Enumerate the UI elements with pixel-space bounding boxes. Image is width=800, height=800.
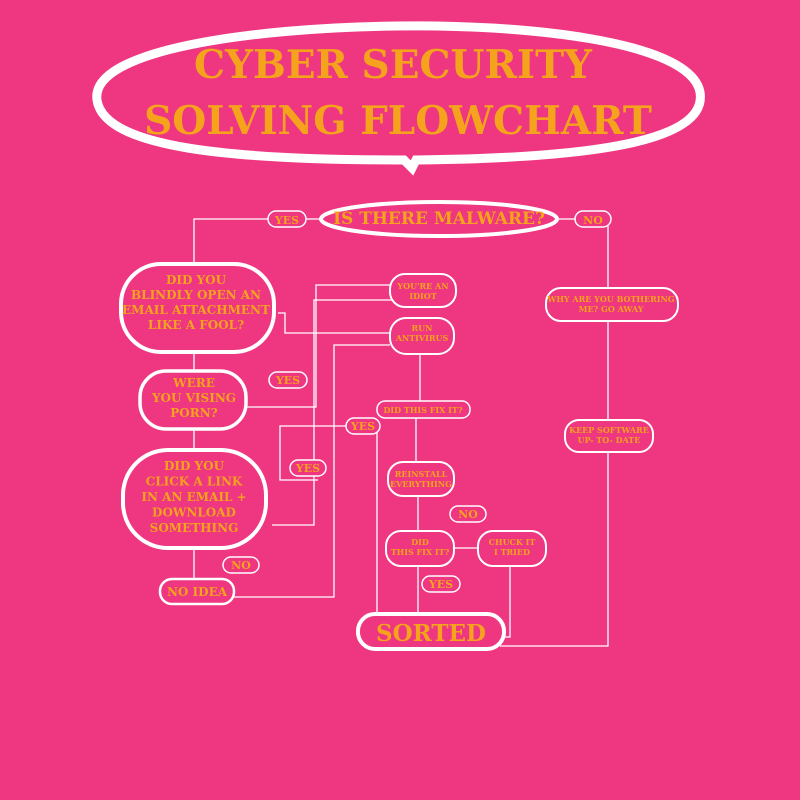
node-text-line: LIKE A FOOL?: [148, 318, 244, 332]
node-did-this-fix-1: DID THIS FIX IT?: [376, 400, 471, 419]
connector-noidea-antivirus: [230, 344, 390, 598]
node-text-line: DID YOU: [164, 459, 225, 473]
connector-link-idiot: [272, 299, 392, 526]
node-text-line: NO: [458, 508, 478, 521]
title-line-2: SOLVING FLOWCHART: [144, 98, 652, 144]
title-line-1: CYBER SECURITY: [194, 42, 593, 88]
node-no-idea: NO IDEA: [158, 577, 236, 606]
node-text-line: YES: [275, 374, 300, 387]
node-text-line: SOMETHING: [150, 521, 239, 535]
node-text-line: YOU'RE AN: [396, 281, 448, 291]
connector-attachment-antivirus: [278, 312, 390, 334]
svg-text:NO: NO: [458, 508, 478, 521]
connector-porn-idiot: [244, 284, 392, 408]
node-text-line: YES: [428, 578, 453, 591]
node-text-line: THIS FIX IT?: [391, 547, 450, 557]
node-text-line: YOU VISING: [151, 391, 236, 405]
label-yes-porn: YES: [268, 371, 308, 389]
node-text-line: NO IDEA: [167, 585, 228, 599]
connector-yes-sorted: [366, 425, 378, 631]
svg-text:YES: YES: [428, 578, 453, 591]
connector-yes-branch: [279, 425, 346, 481]
node-malware-question: IS THERE MALWARE?: [319, 200, 559, 238]
node-text-line: UP- TO- DATE: [578, 435, 641, 445]
label-no-reinstall: NO: [449, 505, 487, 523]
node-text-line: DOWNLOAD: [152, 506, 236, 520]
node-text-line: EVERYTHING: [390, 479, 452, 489]
svg-text:YES: YES: [274, 214, 299, 227]
title-bubble-outline: [92, 21, 705, 176]
node-text-line: DID YOU: [166, 273, 227, 287]
node-text-line: IDIOT: [409, 291, 436, 301]
connectors: [193, 218, 609, 647]
node-text-line: REINSTALL: [395, 469, 448, 479]
node-text-line: IN AN EMAIL +: [141, 490, 246, 504]
node-text-line: ANTIVIRUS: [395, 333, 449, 343]
label-no-top: NO: [574, 210, 612, 228]
node-text-line: IS THERE MALWARE?: [333, 209, 545, 229]
node-text-line: YES: [350, 420, 375, 433]
title-bubble: CYBER SECURITY SOLVING FLOWCHART: [92, 21, 705, 176]
connector-malware-no: [554, 218, 609, 296]
svg-text:SORTED: SORTED: [376, 620, 486, 647]
node-text-line: NO: [231, 559, 251, 572]
label-yes-mid: YES: [289, 459, 327, 477]
svg-text:YES: YES: [275, 374, 300, 387]
svg-text:NO IDEA: NO IDEA: [167, 585, 228, 599]
node-text-line: SORTED: [376, 620, 486, 647]
label-no-idea-branch: NO: [222, 556, 260, 574]
svg-text:YES: YES: [350, 420, 375, 433]
svg-text:DID THIS FIX IT?: DID THIS FIX IT?: [383, 405, 462, 415]
node-text-line: DID: [411, 537, 429, 547]
label-yes-sorted: YES: [421, 575, 461, 593]
node-text-line: BLINDLY OPEN AN: [131, 288, 261, 302]
node-text-line: YES: [274, 214, 299, 227]
node-text-line: RUN: [412, 323, 433, 333]
svg-text:CHUCK ITI TRIED: CHUCK ITI TRIED: [489, 537, 536, 557]
node-text-line: PORN?: [170, 406, 217, 420]
label-yes-top: YES: [267, 210, 307, 228]
svg-text:YES: YES: [295, 462, 320, 475]
node-text-line: WERE: [172, 376, 215, 390]
node-text-line: KEEP SOFTWARE: [569, 425, 649, 435]
node-text-line: NO: [583, 214, 603, 227]
node-sorted: SORTED: [356, 612, 506, 651]
node-text-line: DID THIS FIX IT?: [383, 405, 462, 415]
svg-text:NO: NO: [583, 214, 603, 227]
svg-text:NO: NO: [231, 559, 251, 572]
node-text-line: I TRIED: [494, 547, 530, 557]
connector-update-sorted: [500, 451, 609, 647]
node-text-line: CHUCK IT: [489, 537, 536, 547]
node-text-line: YES: [295, 462, 320, 475]
node-text-line: EMAIL ATTACHMENT: [122, 303, 270, 317]
node-text-line: CLICK A LINK: [146, 475, 243, 489]
node-text-line: ME? GO AWAY: [579, 304, 644, 314]
node-text-line: WHY ARE YOU BOTHERING: [546, 294, 674, 304]
svg-text:IS THERE MALWARE?: IS THERE MALWARE?: [333, 209, 545, 229]
label-yes-link: YES: [345, 417, 381, 435]
